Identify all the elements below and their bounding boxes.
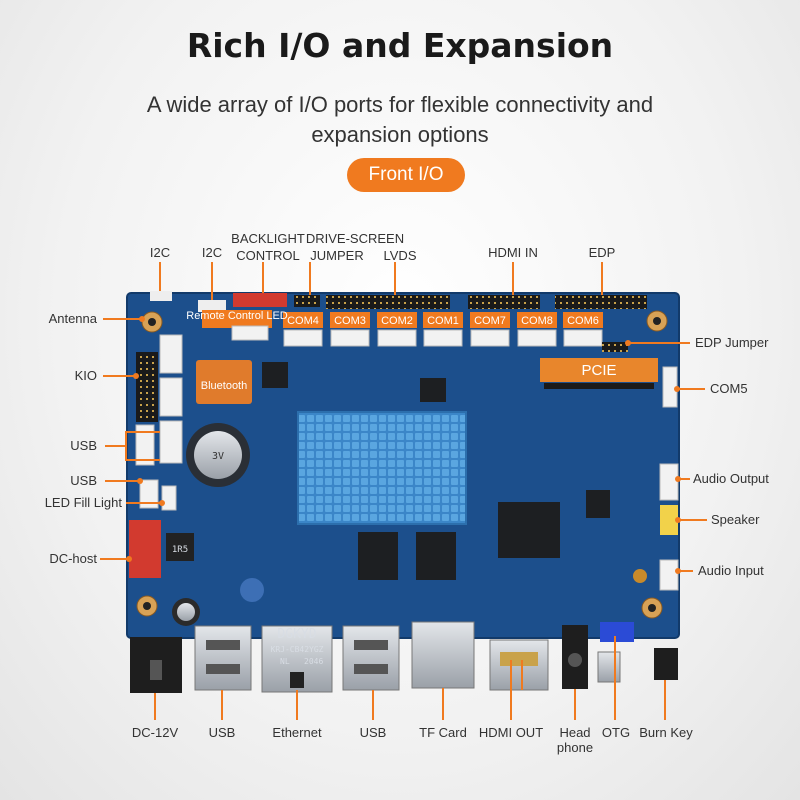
i2c-connector-left (150, 291, 172, 301)
label-com5: COM5 (710, 381, 748, 396)
section-pill-front-io: Front I/O (347, 158, 465, 192)
inductor-text: 1R5 (172, 545, 188, 555)
label-audio-output: Audio Output (693, 471, 769, 486)
label-speaker: Speaker (711, 512, 760, 527)
coin-cell-text: 3V (212, 451, 224, 462)
label-antenna: Antenna (48, 311, 97, 326)
callout-lines (100, 262, 707, 720)
label-usb-lower: USB (70, 473, 97, 488)
label-i2c-right: I2C (201, 245, 223, 260)
small-chip (586, 490, 610, 518)
bluetooth-text: Bluetooth (201, 380, 247, 392)
label-ethernet: Ethernet (272, 725, 322, 740)
inductor (166, 533, 194, 561)
i2c-connector-right (198, 300, 226, 312)
com-tag-label: COM6 (567, 315, 599, 327)
com-tag-label: COM2 (381, 315, 413, 327)
label-backlight-1: BACKLIGHT (231, 231, 305, 246)
small-chip (420, 378, 446, 402)
backlight-connector (233, 293, 287, 307)
memory-chip (358, 532, 398, 580)
label-hdmi-in: HDMI IN (488, 245, 538, 260)
label-tf-card: TF Card (419, 725, 467, 740)
page-subtitle: A wide array of I/O ports for flexible c… (146, 92, 654, 147)
label-led-fill-light: LED Fill Light (44, 495, 122, 510)
dc-host-connector (129, 520, 161, 578)
pcie-text: PCIE (581, 362, 616, 379)
label-usb-b: USB (359, 725, 387, 740)
speaker-connector (660, 505, 678, 535)
audio-output-connector (659, 463, 679, 501)
com-tag-label: COM4 (287, 315, 319, 327)
label-audio-input: Audio Input (698, 563, 764, 578)
memory-chip (416, 532, 456, 580)
edp-jumper (602, 342, 628, 352)
label-usb-a: USB (208, 725, 236, 740)
page-title: Rich I/O and Expansion (186, 26, 614, 65)
label-burn-key: Burn Key (639, 725, 693, 740)
emmc-chip (498, 502, 560, 558)
label-i2c-left: I2C (149, 245, 171, 260)
model-text: KRJ-CB42YGZ (271, 645, 324, 654)
mic-jack (633, 569, 647, 583)
burn-key (654, 648, 678, 680)
usb-port-b (342, 625, 400, 691)
heatsink (297, 411, 467, 525)
label-dc-12v: DC-12V (131, 725, 179, 740)
label-hdmi-out: HDMI OUT (478, 725, 544, 740)
chip-year-text: 2046 (304, 657, 323, 666)
com-tag-label: COM3 (334, 315, 366, 327)
remote-control-led-tag (202, 310, 272, 328)
com-tag-label: COM8 (521, 315, 553, 327)
com3-connector (330, 329, 370, 347)
label-kio: KIO (74, 368, 97, 383)
chip-code-text: NL (280, 657, 290, 666)
usb-header-upper (159, 334, 183, 374)
lvds-header (326, 295, 450, 309)
com-tags (283, 312, 603, 328)
usb-header-left (135, 424, 155, 466)
label-edp-jumper: EDP Jumper (695, 335, 769, 350)
remote-control-led-text: Remote Control LED (186, 310, 288, 322)
kio-header (136, 352, 158, 422)
com2-connector (377, 329, 417, 347)
com4-connector (283, 329, 323, 347)
led-fill-light-connector (139, 479, 159, 509)
otg-port (597, 651, 621, 683)
remote-control-led-connector (231, 325, 269, 341)
label-headphone-2: phone (556, 740, 594, 755)
label-backlight-2: CONTROL (236, 248, 300, 263)
com6-connector (563, 329, 603, 347)
label-dc-host: DC-host (49, 551, 97, 566)
label-headphone-1: Head (559, 725, 591, 740)
com8-connector (517, 329, 557, 347)
label-drive-screen-1: DRIVE-SCREEN (305, 231, 405, 246)
usb-header-lower (159, 420, 183, 464)
label-drive-screen-2: JUMPER (310, 248, 364, 263)
tf-card-slot (411, 621, 475, 689)
drive-screen-jumper (294, 295, 320, 307)
com7-connector (470, 329, 510, 347)
bluetooth-module (196, 360, 252, 404)
small-chip (262, 362, 288, 388)
label-edp: EDP (588, 245, 616, 260)
edp-header (555, 295, 647, 309)
com1-connector (423, 329, 463, 347)
pcie-slot (540, 358, 658, 382)
com-tag-label: COM1 (427, 315, 459, 327)
usb-port-a (194, 625, 252, 691)
ceramic-capacitor (240, 578, 264, 602)
hdmi-in-header (468, 295, 540, 309)
label-otg: OTG (601, 725, 631, 740)
label-usb-upper: USB (70, 438, 97, 453)
label-lvds: LVDS (383, 248, 417, 263)
audio-input-connector (659, 559, 679, 591)
callout-dots (126, 316, 681, 574)
brand-text: DGKYD (277, 627, 316, 642)
usb-header-mid (159, 377, 183, 417)
com-tag-label: COM7 (474, 315, 506, 327)
burn-key-button (600, 622, 634, 642)
